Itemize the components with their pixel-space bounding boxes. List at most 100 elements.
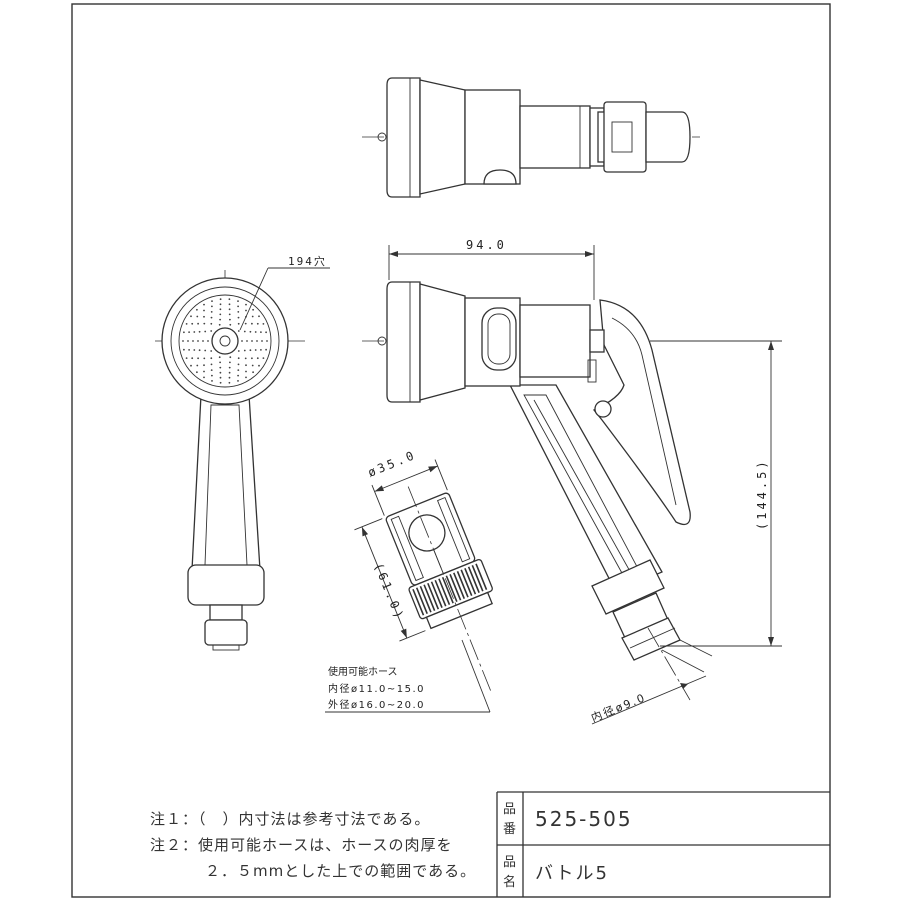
spray-hole: [229, 323, 232, 326]
spray-hole: [196, 315, 199, 318]
spray-hole: [210, 357, 213, 360]
spray-hole: [197, 357, 200, 360]
spray-hole: [210, 311, 213, 313]
spray-hole: [219, 376, 222, 379]
front-view: 194穴: [155, 254, 330, 651]
spray-hole: [254, 349, 257, 351]
spray-hole: [193, 349, 196, 351]
spray-hole: [219, 298, 222, 301]
knurl-line: [419, 585, 432, 613]
connector-detail: [354, 459, 493, 691]
spray-hole: [219, 381, 222, 384]
spray-hole: [251, 357, 253, 360]
spray-hole: [245, 309, 247, 312]
knurling: [412, 563, 488, 616]
spray-hole: [203, 309, 205, 312]
knurl-line: [427, 582, 440, 610]
knurl-line: [460, 569, 473, 597]
hose-spec-outer: 外径ø16.0~20.0: [328, 698, 425, 711]
knurl-line: [449, 573, 462, 601]
knurl-line: [464, 567, 477, 595]
spray-hole: [229, 356, 232, 359]
spray-hole: [211, 374, 213, 377]
spray-hole: [198, 330, 201, 333]
spray-hole: [245, 303, 247, 306]
spray-hole: [198, 349, 201, 352]
spray-hole: [219, 366, 222, 369]
spray-hole: [266, 340, 268, 342]
spray-hole: [243, 330, 246, 333]
spray-hole: [203, 357, 206, 360]
part-number-label-1: 品: [503, 802, 516, 817]
product-name: バトル5: [535, 863, 609, 884]
dim-outlet-inner-diameter: 内径ø9.0: [589, 690, 648, 725]
spray-hole: [243, 349, 246, 352]
spray-hole: [182, 340, 184, 342]
spray-hole: [196, 371, 198, 374]
spray-hole: [218, 356, 221, 359]
spray-hole: [245, 370, 247, 373]
spray-hole: [244, 357, 247, 360]
spray-hole: [203, 376, 205, 379]
spray-hole: [262, 357, 265, 359]
title-block: [496, 791, 830, 897]
spray-hole: [203, 315, 205, 318]
spray-hole: [188, 331, 191, 333]
spray-hole: [219, 361, 222, 364]
knurl-line: [430, 581, 443, 609]
spray-hole: [203, 322, 206, 325]
spray-hole: [256, 322, 259, 325]
spray-hole: [203, 364, 205, 367]
part-number: 525-505: [535, 807, 633, 831]
spray-hole: [237, 369, 240, 371]
spray-hole: [237, 300, 239, 302]
spray-hole: [237, 357, 240, 360]
spray-hole: [237, 330, 240, 332]
knurl-line: [412, 588, 425, 616]
spray-hole: [219, 318, 222, 321]
spray-hole: [228, 366, 231, 369]
spray-hole: [258, 364, 260, 367]
spray-hole: [219, 303, 222, 306]
dim-connector-length: (61.0): [371, 561, 407, 623]
spray-hole: [244, 322, 247, 325]
drawing-frame: [71, 3, 831, 898]
spray-hole: [185, 357, 188, 359]
spray-hole: [183, 331, 185, 334]
spray-hole: [261, 340, 263, 342]
top-view: [362, 77, 700, 198]
spray-hole: [228, 303, 231, 306]
spray-hole: [204, 330, 207, 333]
knurl-line: [423, 584, 436, 612]
note-2-line-1: 注２：使用可能ホースは、ホースの肉厚を: [150, 836, 453, 854]
spray-hole: [245, 376, 247, 379]
spray-hole: [265, 331, 267, 334]
spray-hole: [192, 340, 194, 342]
spray-hole: [190, 364, 192, 367]
spray-hole: [228, 381, 231, 384]
knurl-line: [453, 572, 466, 600]
spray-hole: [258, 315, 260, 318]
spray-hole: [219, 308, 222, 311]
spray-hole: [249, 349, 252, 352]
spray-hole: [211, 380, 213, 382]
spray-hole: [260, 349, 262, 351]
spray-hole: [204, 349, 207, 352]
spray-hole: [210, 330, 213, 332]
spray-holes: [182, 298, 268, 384]
spray-hole: [251, 322, 253, 325]
spray-hole: [210, 369, 213, 371]
product-name-label-2: 名: [503, 874, 516, 890]
hose-spec-inner: 内径ø11.0~15.0: [328, 682, 425, 695]
dim-connector-diameter: ø35.0: [366, 448, 419, 480]
spray-hole: [256, 340, 258, 342]
spray-hole: [252, 308, 255, 311]
knurl-line: [471, 564, 484, 592]
spray-hole: [210, 363, 213, 366]
spray-hole: [191, 322, 194, 325]
spray-hole: [245, 364, 247, 367]
knurl-line: [445, 575, 458, 603]
spray-hole: [219, 371, 222, 374]
spray-hole: [251, 315, 254, 318]
